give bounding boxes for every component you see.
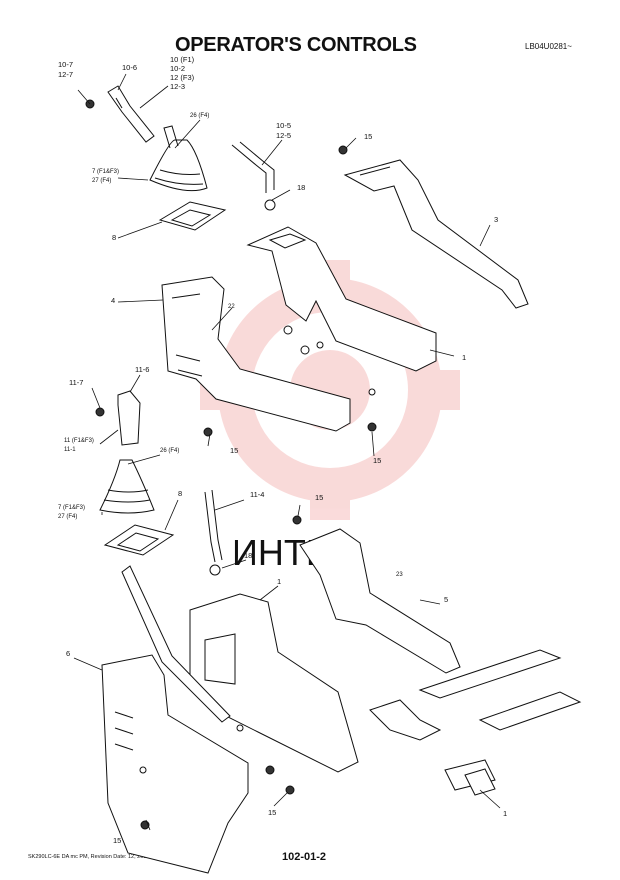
callout-label: 15 [268, 808, 276, 817]
callout-label: 10-5 [276, 121, 291, 130]
callout-label: 23 [396, 572, 403, 578]
callout-label: 22 [228, 304, 235, 310]
callout-label: 15 [373, 456, 381, 465]
callout-label: 10-6 [122, 63, 137, 72]
callout-label: 18 [244, 551, 252, 560]
callout-label: 10-7 [58, 60, 73, 69]
callout-label: 7 (F1&F3) [92, 169, 119, 175]
callout-label: 15 [364, 132, 372, 141]
callout-label: 11-7 [69, 378, 83, 387]
frame-rails [369, 649, 582, 791]
bolt-icon [367, 422, 377, 432]
long-lever-6 [121, 565, 231, 723]
callout-label: 15 [113, 836, 121, 845]
boot-plate-upper [158, 201, 227, 231]
callout-label: 6 [66, 649, 70, 658]
lever-knob-upper [85, 85, 155, 143]
cover-panel-5 [299, 528, 461, 674]
callout-label: 3 [494, 215, 498, 224]
console-bracket-upper [246, 226, 437, 396]
callout-label: 5 [444, 595, 448, 604]
callout-label: 10-2 [170, 64, 185, 73]
callout-label: 15 [315, 493, 323, 502]
mount-bracket [464, 768, 496, 796]
callout-label: 26 (F4) [190, 113, 209, 119]
control-rod-lower [204, 489, 302, 576]
document-code: LB04U0281~ [525, 42, 572, 51]
bolt-icon [203, 427, 213, 437]
boot-plate-lower [103, 524, 175, 556]
callout-label: 11-6 [135, 365, 149, 374]
lever-boot-upper [149, 125, 208, 192]
callout-label: 12-7 [58, 70, 73, 79]
callout-label: 12 (F3) [170, 73, 195, 82]
control-rod-upper [231, 141, 348, 211]
lever-knob-lower [95, 390, 141, 446]
callout-label: 18 [297, 183, 305, 192]
cover-panel-4 [161, 276, 351, 432]
callout-label: 1 [503, 809, 507, 818]
callout-label: 26 (F4) [160, 448, 179, 454]
bolt-icon [265, 765, 275, 775]
page-title: OPERATOR'S CONTROLS [175, 34, 417, 56]
callout-label: 27 (F4) [92, 178, 111, 184]
page-number: 102-01-2 [282, 851, 327, 863]
callout-label: 1 [277, 577, 281, 586]
cover-panel-6 [101, 654, 249, 874]
callout-label: 1 [462, 353, 466, 362]
callout-label: 7 (F1&F3) [58, 505, 85, 511]
callout-label: 12-5 [276, 131, 291, 140]
callout-label: 12-3 [170, 82, 185, 91]
callout-label: 10 (F1) [170, 55, 195, 64]
callout-label: 27 (F4) [58, 514, 77, 520]
callout-label: 8 [178, 489, 182, 498]
callout-label: 11 (F1&F3) [64, 438, 94, 444]
footer-revision: SK290LC-6E DA mc PM, Revision Date: 12, … [28, 854, 150, 860]
callout-label: 15 [230, 446, 238, 455]
callout-label: 11-4 [250, 490, 264, 499]
callout-label: 4 [111, 296, 115, 305]
lever-boot-lower [99, 459, 155, 514]
callout-label: 8 [112, 233, 116, 242]
callout-label: 11-1 [64, 447, 76, 453]
cover-panel-3 [343, 159, 529, 309]
